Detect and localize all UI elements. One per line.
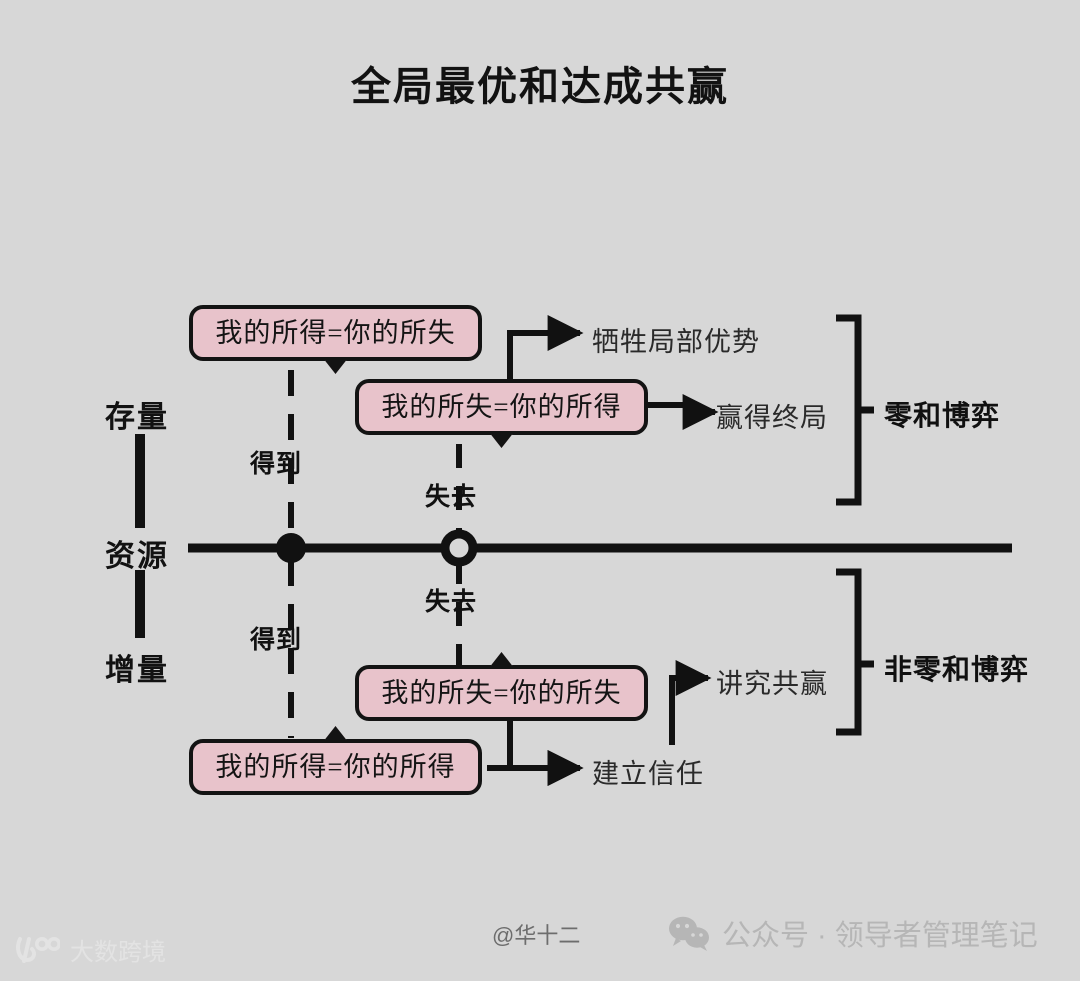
callout-my-loss-your-loss[interactable]: 我的所失=你的所失 (355, 652, 648, 721)
brace-non-zero-sum (836, 568, 862, 736)
site-watermark: 大数跨境 (14, 932, 166, 967)
connector-box2-to-endgame (648, 402, 695, 412)
outcome-build-trust: 建立信任 (592, 759, 704, 789)
callout-text: 我的所得=你的所得 (215, 751, 456, 782)
brace-zero-sum (836, 314, 862, 506)
node-label-loss-upper: 失去 (425, 484, 478, 511)
wechat-icon (669, 916, 709, 951)
callout-my-loss-your-gain[interactable]: 我的所失=你的所得 (355, 379, 648, 448)
callout-text: 我的所失=你的所失 (381, 677, 622, 708)
outcome-win-endgame: 赢得终局 (716, 403, 828, 433)
connector-box3-to-trust (507, 720, 584, 786)
axis-label-increment: 增量 (105, 654, 169, 687)
connector-to-winwin (669, 660, 712, 745)
axis-label-stock: 存量 (105, 401, 169, 434)
filled-node-marker (276, 533, 306, 563)
wechat-credit-text: 公众号 · 领导者管理笔记 (722, 920, 1038, 952)
connector-box1-to-sacrifice (507, 315, 584, 392)
wechat-credit: 公众号 · 领导者管理笔记 (668, 912, 1038, 954)
callout-text: 我的所得=你的所失 (215, 317, 456, 348)
outcome-sacrifice-local-advantage: 牺牲局部优势 (592, 327, 760, 357)
callout-my-gain-your-loss[interactable]: 我的所得=你的所失 (189, 305, 482, 374)
node-label-gain-lower: 得到 (250, 627, 303, 654)
node-label-loss-lower: 失去 (425, 589, 478, 616)
author-credit: @华十二 (492, 923, 581, 948)
brand-logo-icon (16, 936, 60, 963)
group-label-non-zero-sum-game: 非零和博弈 (884, 655, 1030, 686)
node-label-gain-upper: 得到 (250, 451, 303, 478)
page-title: 全局最优和达成共赢 (351, 64, 729, 109)
outcome-win-win: 讲究共赢 (716, 669, 828, 699)
hollow-node-marker (440, 529, 478, 567)
group-label-zero-sum-game: 零和博弈 (884, 401, 1001, 432)
axis-label-resource: 资源 (105, 540, 169, 573)
site-watermark-text: 大数跨境 (70, 939, 166, 966)
callout-text: 我的所失=你的所得 (381, 391, 622, 422)
callout-my-gain-your-gain[interactable]: 我的所得=你的所得 (189, 726, 482, 795)
